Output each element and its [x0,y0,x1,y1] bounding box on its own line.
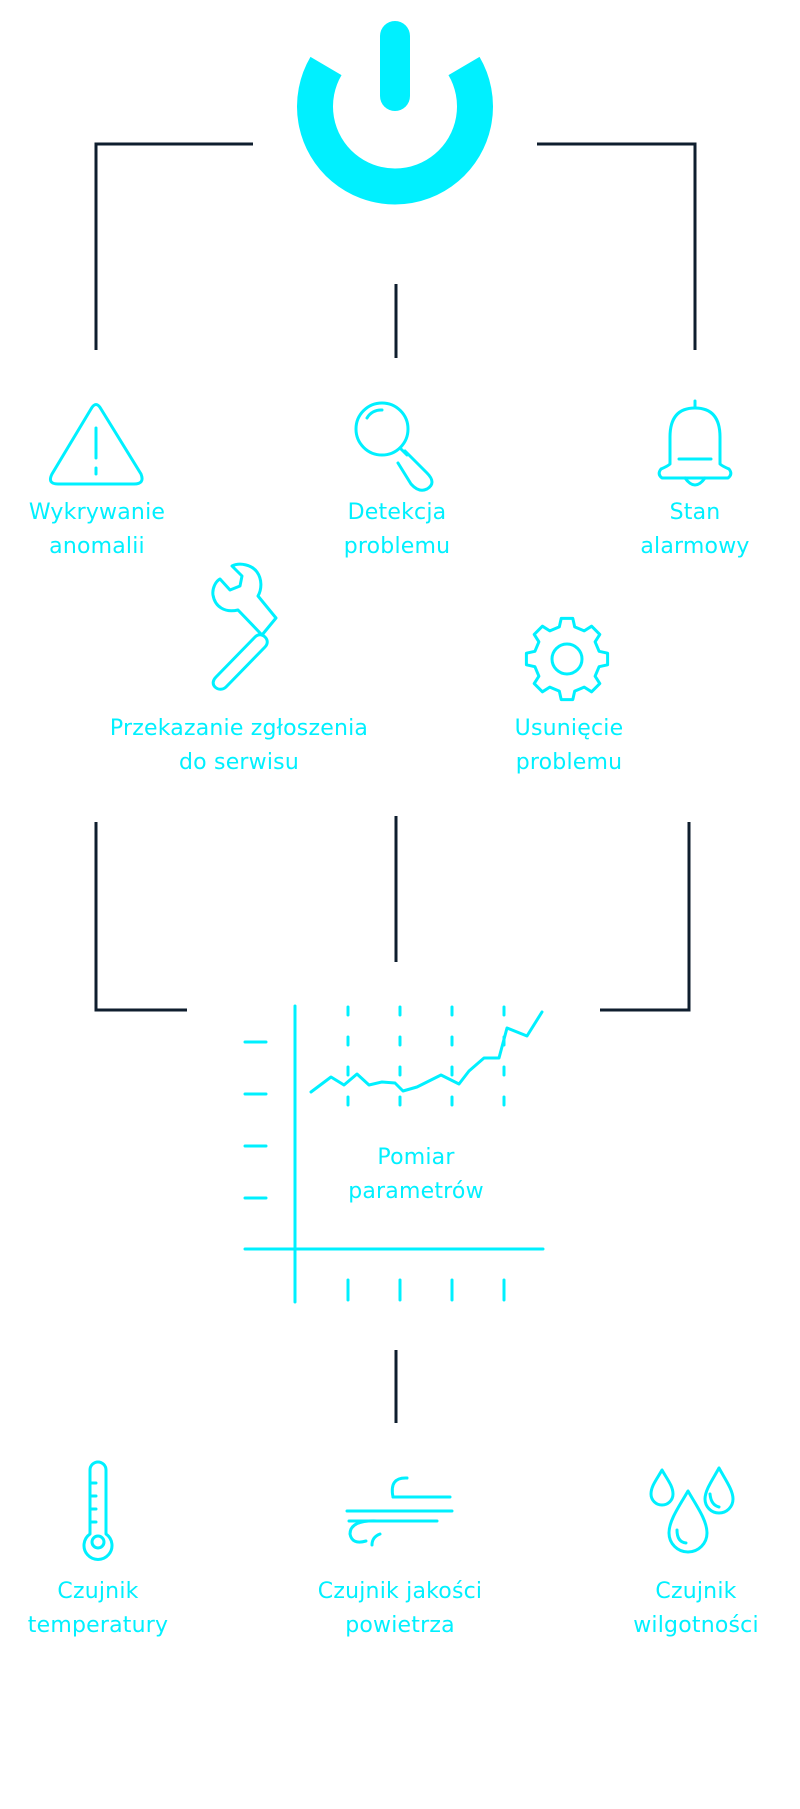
label-problem-removal: Usunięcie problemu [515,712,624,780]
label-temperature-sensor: Czujnik temperatury [28,1575,168,1643]
label-air-quality-sensor-line2: powietrza [345,1613,455,1638]
label-service-handover-line2: do serwisu [179,750,299,775]
label-problem-removal-line1: Usunięcie [514,716,624,741]
label-humidity-sensor-line2: wilgotności [633,1613,759,1638]
label-parameter-measurement-line2: parametrów [348,1179,484,1204]
magnifier-icon [354,401,434,492]
line-graph-icon [243,1004,545,1304]
label-parameter-measurement: Pomiar parametrów [348,1141,484,1209]
bell-icon [657,399,733,487]
connector-top-right [537,142,697,350]
label-problem-detection-line2: problemu [343,534,451,559]
icon-layer [49,21,735,1561]
label-temperature-sensor-line1: Czujnik [57,1579,139,1604]
gear-icon [524,616,610,702]
label-problem-removal-line2: problemu [515,750,623,775]
label-problem-detection-line1: Detekcja [347,500,447,525]
label-humidity-sensor-line1: Czujnik [655,1579,737,1604]
label-anomaly-detection: Wykrywanie anomalii [29,496,165,564]
label-air-quality-sensor: Czujnik jakości powietrza [318,1575,482,1643]
label-service-handover: Przekazanie zgłoszenia do serwisu [110,712,368,780]
thermometer-icon [82,1460,114,1561]
power-icon [297,21,493,205]
label-alarm-state-line1: Stan [669,500,721,525]
water-drops-icon [649,1466,735,1554]
label-parameter-measurement-line1: Pomiar [377,1145,455,1170]
wind-icon [345,1476,454,1547]
connector-mid-left [94,822,187,1012]
label-humidity-sensor: Czujnik wilgotności [633,1575,759,1643]
label-alarm-state-line2: alarmowy [640,534,750,559]
label-anomaly-detection-line2: anomalii [49,534,145,559]
connector-top-left [94,142,253,350]
label-alarm-state: Stan alarmowy [640,496,749,564]
label-air-quality-sensor-line1: Czujnik jakości [317,1579,483,1604]
label-problem-detection: Detekcja problemu [344,496,451,564]
label-anomaly-detection-line1: Wykrywanie [28,500,166,525]
label-temperature-sensor-line2: temperatury [27,1613,169,1638]
wrench-icon [211,562,278,691]
connector-lines [94,142,697,1423]
connector-mid-right [600,822,691,1012]
label-service-handover-line1: Przekazanie zgłoszenia [109,716,369,741]
warning-triangle-icon [49,403,144,486]
